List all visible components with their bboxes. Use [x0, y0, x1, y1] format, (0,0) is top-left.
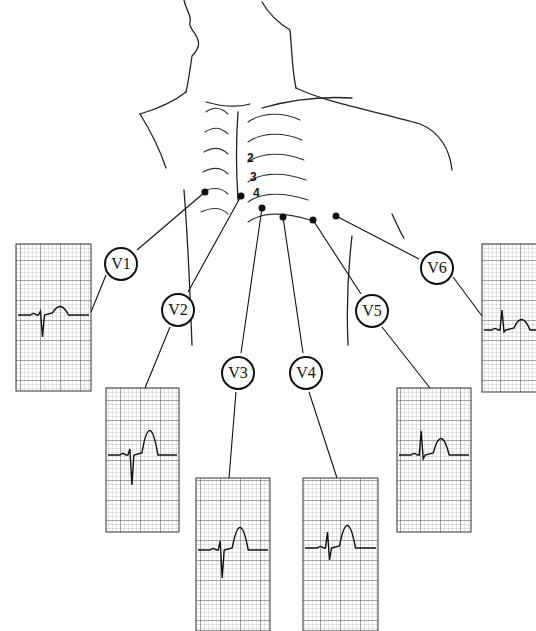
lead-name: V3: [228, 364, 248, 382]
rib-number: 2: [247, 152, 254, 164]
lead-name: V6: [427, 259, 447, 277]
lead-name: V4: [296, 364, 316, 382]
lead-circle: V1: [104, 247, 138, 281]
lead-circle: V2: [161, 293, 195, 327]
lead-circle: V5: [355, 294, 389, 328]
lead-circle: V3: [221, 356, 255, 390]
lead-name: V1: [111, 255, 131, 273]
body-outline: [140, 0, 452, 345]
electrodes: [202, 189, 340, 224]
ribs: [201, 108, 310, 222]
rib-number: 3: [250, 171, 257, 183]
lead-circle: V4: [289, 356, 323, 390]
lead-name: V2: [168, 301, 188, 319]
rib-number: 4: [253, 187, 260, 199]
lead-circle: V6: [420, 251, 454, 285]
lead-name: V5: [362, 302, 382, 320]
ecg-strips: [16, 244, 536, 631]
